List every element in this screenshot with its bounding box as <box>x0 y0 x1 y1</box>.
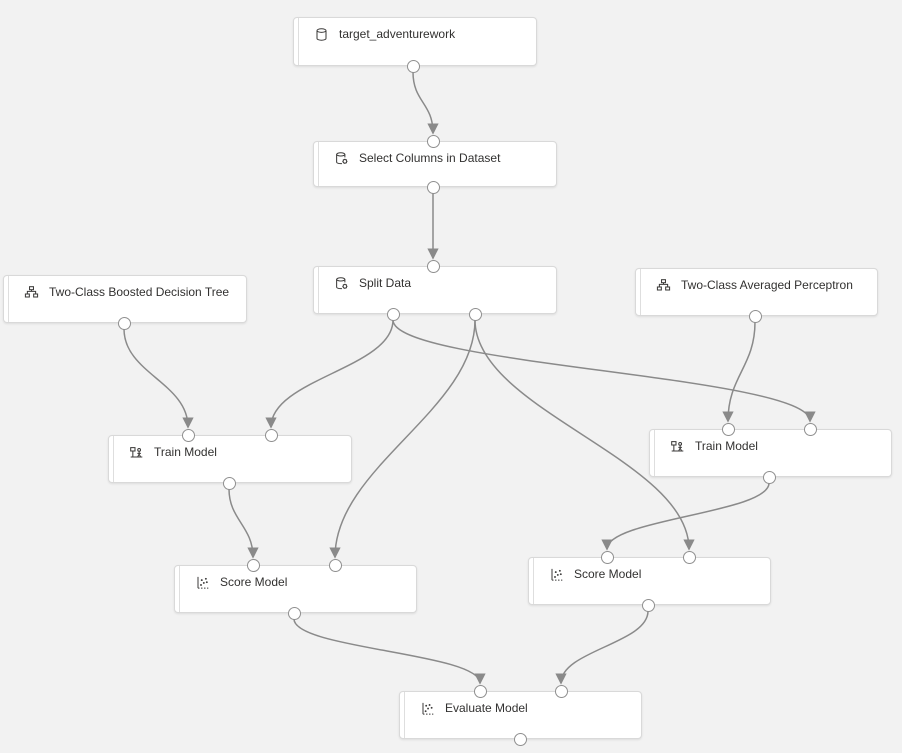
edge-score-model-left-to-evaluate-model[interactable] <box>293 618 486 685</box>
score-model-icon <box>549 567 564 582</box>
node-header: Evaluate Model <box>400 692 641 724</box>
edge-dataset-target-adventurework-to-select-columns-in-dataset[interactable] <box>412 71 439 135</box>
node-score-model-right[interactable]: Score Model <box>528 557 771 605</box>
edge-two-class-averaged-perceptron-to-train-model-right[interactable] <box>722 321 756 423</box>
algorithm-icon <box>24 285 39 300</box>
input-port-0-train-model-right[interactable] <box>721 422 735 436</box>
algorithm-icon <box>656 278 671 293</box>
output-port-0-two-class-averaged-perceptron[interactable] <box>748 309 762 323</box>
node-label: Two-Class Boosted Decision Tree <box>49 285 230 299</box>
evaluate-model-icon <box>420 701 435 716</box>
node-score-model-left[interactable]: Score Model <box>174 565 417 613</box>
edge-train-model-left-to-score-model-left[interactable] <box>228 488 259 559</box>
train-model-icon <box>129 445 144 460</box>
node-header: Score Model <box>175 566 416 598</box>
input-port-1-train-model-left[interactable] <box>264 428 278 442</box>
node-label: Train Model <box>154 445 217 459</box>
output-port-0-select-columns-in-dataset[interactable] <box>426 180 440 194</box>
node-train-model-left[interactable]: Train Model <box>108 435 352 483</box>
edge-split-data-to-train-model-right[interactable] <box>392 319 816 423</box>
edge-split-data-to-train-model-left[interactable] <box>265 319 394 429</box>
output-port-0-two-class-boosted-decision-tree[interactable] <box>117 316 131 330</box>
output-port-0-score-model-left[interactable] <box>287 606 301 620</box>
input-port-1-train-model-right[interactable] <box>803 422 817 436</box>
data-transform-icon <box>334 151 349 166</box>
input-port-1-evaluate-model[interactable] <box>554 684 568 698</box>
node-label: Split Data <box>359 276 412 290</box>
output-port-0-split-data[interactable] <box>386 307 400 321</box>
input-port-0-score-model-left[interactable] <box>246 558 260 572</box>
edge-split-data-to-score-model-left[interactable] <box>329 319 476 559</box>
train-model-icon <box>670 439 685 454</box>
node-dataset-target-adventurework[interactable]: target_adventurework <box>293 17 537 66</box>
node-train-model-right[interactable]: Train Model <box>649 429 892 477</box>
node-label: Evaluate Model <box>445 701 528 715</box>
input-port-0-train-model-left[interactable] <box>181 428 195 442</box>
node-label: Score Model <box>220 575 288 589</box>
node-split-data[interactable]: Split Data <box>313 266 557 314</box>
node-header: Split Data <box>314 267 556 299</box>
node-header: Two-Class Averaged Perceptron <box>636 269 877 301</box>
data-transform-icon <box>334 276 349 291</box>
node-header: Train Model <box>109 436 351 468</box>
input-port-0-select-columns-in-dataset[interactable] <box>426 134 440 148</box>
node-header: Two-Class Boosted Decision Tree <box>4 276 246 308</box>
edge-split-data-to-score-model-right[interactable] <box>474 319 695 551</box>
output-port-0-train-model-left[interactable] <box>222 476 236 490</box>
node-label: target_adventurework <box>339 27 456 41</box>
database-icon <box>314 27 329 42</box>
input-port-0-split-data[interactable] <box>426 259 440 273</box>
node-two-class-boosted-decision-tree[interactable]: Two-Class Boosted Decision Tree <box>3 275 247 323</box>
node-header: Train Model <box>650 430 891 462</box>
output-port-1-split-data[interactable] <box>468 307 482 321</box>
score-model-icon <box>195 575 210 590</box>
output-port-0-score-model-right[interactable] <box>641 598 655 612</box>
output-port-0-train-model-right[interactable] <box>762 470 776 484</box>
node-label: Train Model <box>695 439 758 453</box>
node-header: target_adventurework <box>294 18 536 50</box>
node-two-class-averaged-perceptron[interactable]: Two-Class Averaged Perceptron <box>635 268 878 316</box>
node-select-columns-in-dataset[interactable]: Select Columns in Dataset <box>313 141 557 187</box>
output-port-0-dataset-target-adventurework[interactable] <box>406 59 420 73</box>
node-header: Score Model <box>529 558 770 590</box>
input-port-0-score-model-right[interactable] <box>600 550 614 564</box>
output-port-0-evaluate-model[interactable] <box>513 732 527 746</box>
edge-train-model-right-to-score-model-right[interactable] <box>601 482 770 551</box>
edge-score-model-right-to-evaluate-model[interactable] <box>555 610 649 685</box>
input-port-0-evaluate-model[interactable] <box>473 684 487 698</box>
input-port-1-score-model-right[interactable] <box>682 550 696 564</box>
node-label: Select Columns in Dataset <box>359 151 501 165</box>
edge-two-class-boosted-decision-tree-to-train-model-left[interactable] <box>123 328 194 429</box>
input-port-1-score-model-left[interactable] <box>328 558 342 572</box>
node-header: Select Columns in Dataset <box>314 142 556 174</box>
node-evaluate-model[interactable]: Evaluate Model <box>399 691 642 739</box>
node-label: Two-Class Averaged Perceptron <box>681 278 853 292</box>
node-label: Score Model <box>574 567 642 581</box>
